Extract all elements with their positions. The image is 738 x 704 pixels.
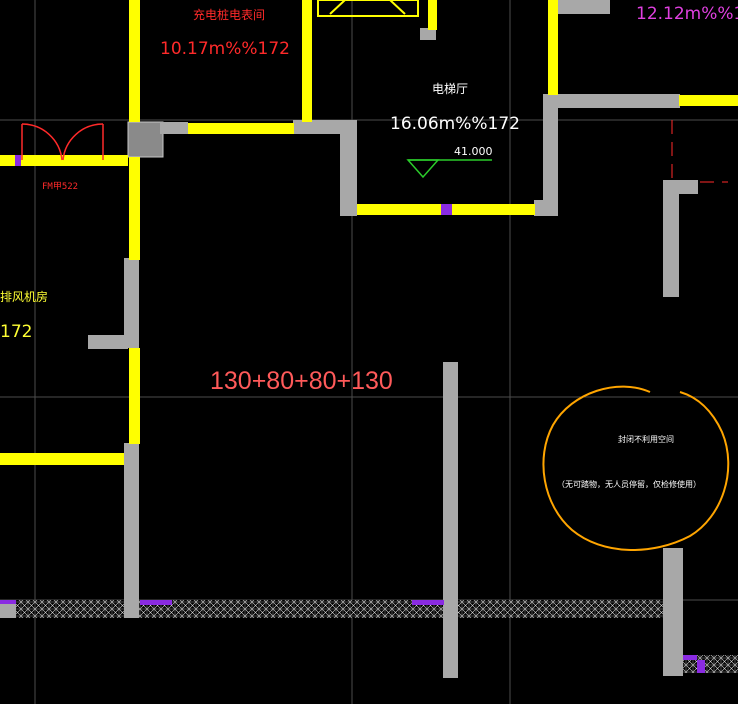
exhaust-room-label: 排风机房 (0, 289, 48, 304)
purple-markers (15, 155, 452, 215)
revision-cloud (542, 385, 730, 551)
exhaust-room-area: 172 (0, 322, 32, 342)
elevation-marker (406, 159, 492, 179)
yellow-walls (0, 0, 738, 465)
double-door-symbol (21, 123, 104, 161)
dimension-text: 130+80+80+130 (210, 367, 393, 395)
electric-room-area: 10.17m%%172 (160, 39, 290, 59)
elevator-hall-label: 电梯厅 (432, 82, 468, 96)
elevator-hall-area: 16.06m%%172 (390, 114, 520, 134)
gray-walls (0, 0, 698, 678)
elevation-value: 41.000 (454, 145, 493, 158)
annotation-note: （无可踏物，无人员停留，仅检修使用） (557, 479, 701, 489)
annotation-title: 封闭不利用空间 (618, 434, 674, 444)
red-dash-lines (671, 120, 728, 183)
elevator-shaft (317, 0, 419, 17)
right-room-area: 12.12m%%17 (636, 4, 738, 24)
electric-room-label: 充电桩电表间 (193, 7, 265, 22)
door-tag: FM甲522 (42, 181, 78, 192)
hatched-wall-strip (0, 600, 738, 673)
